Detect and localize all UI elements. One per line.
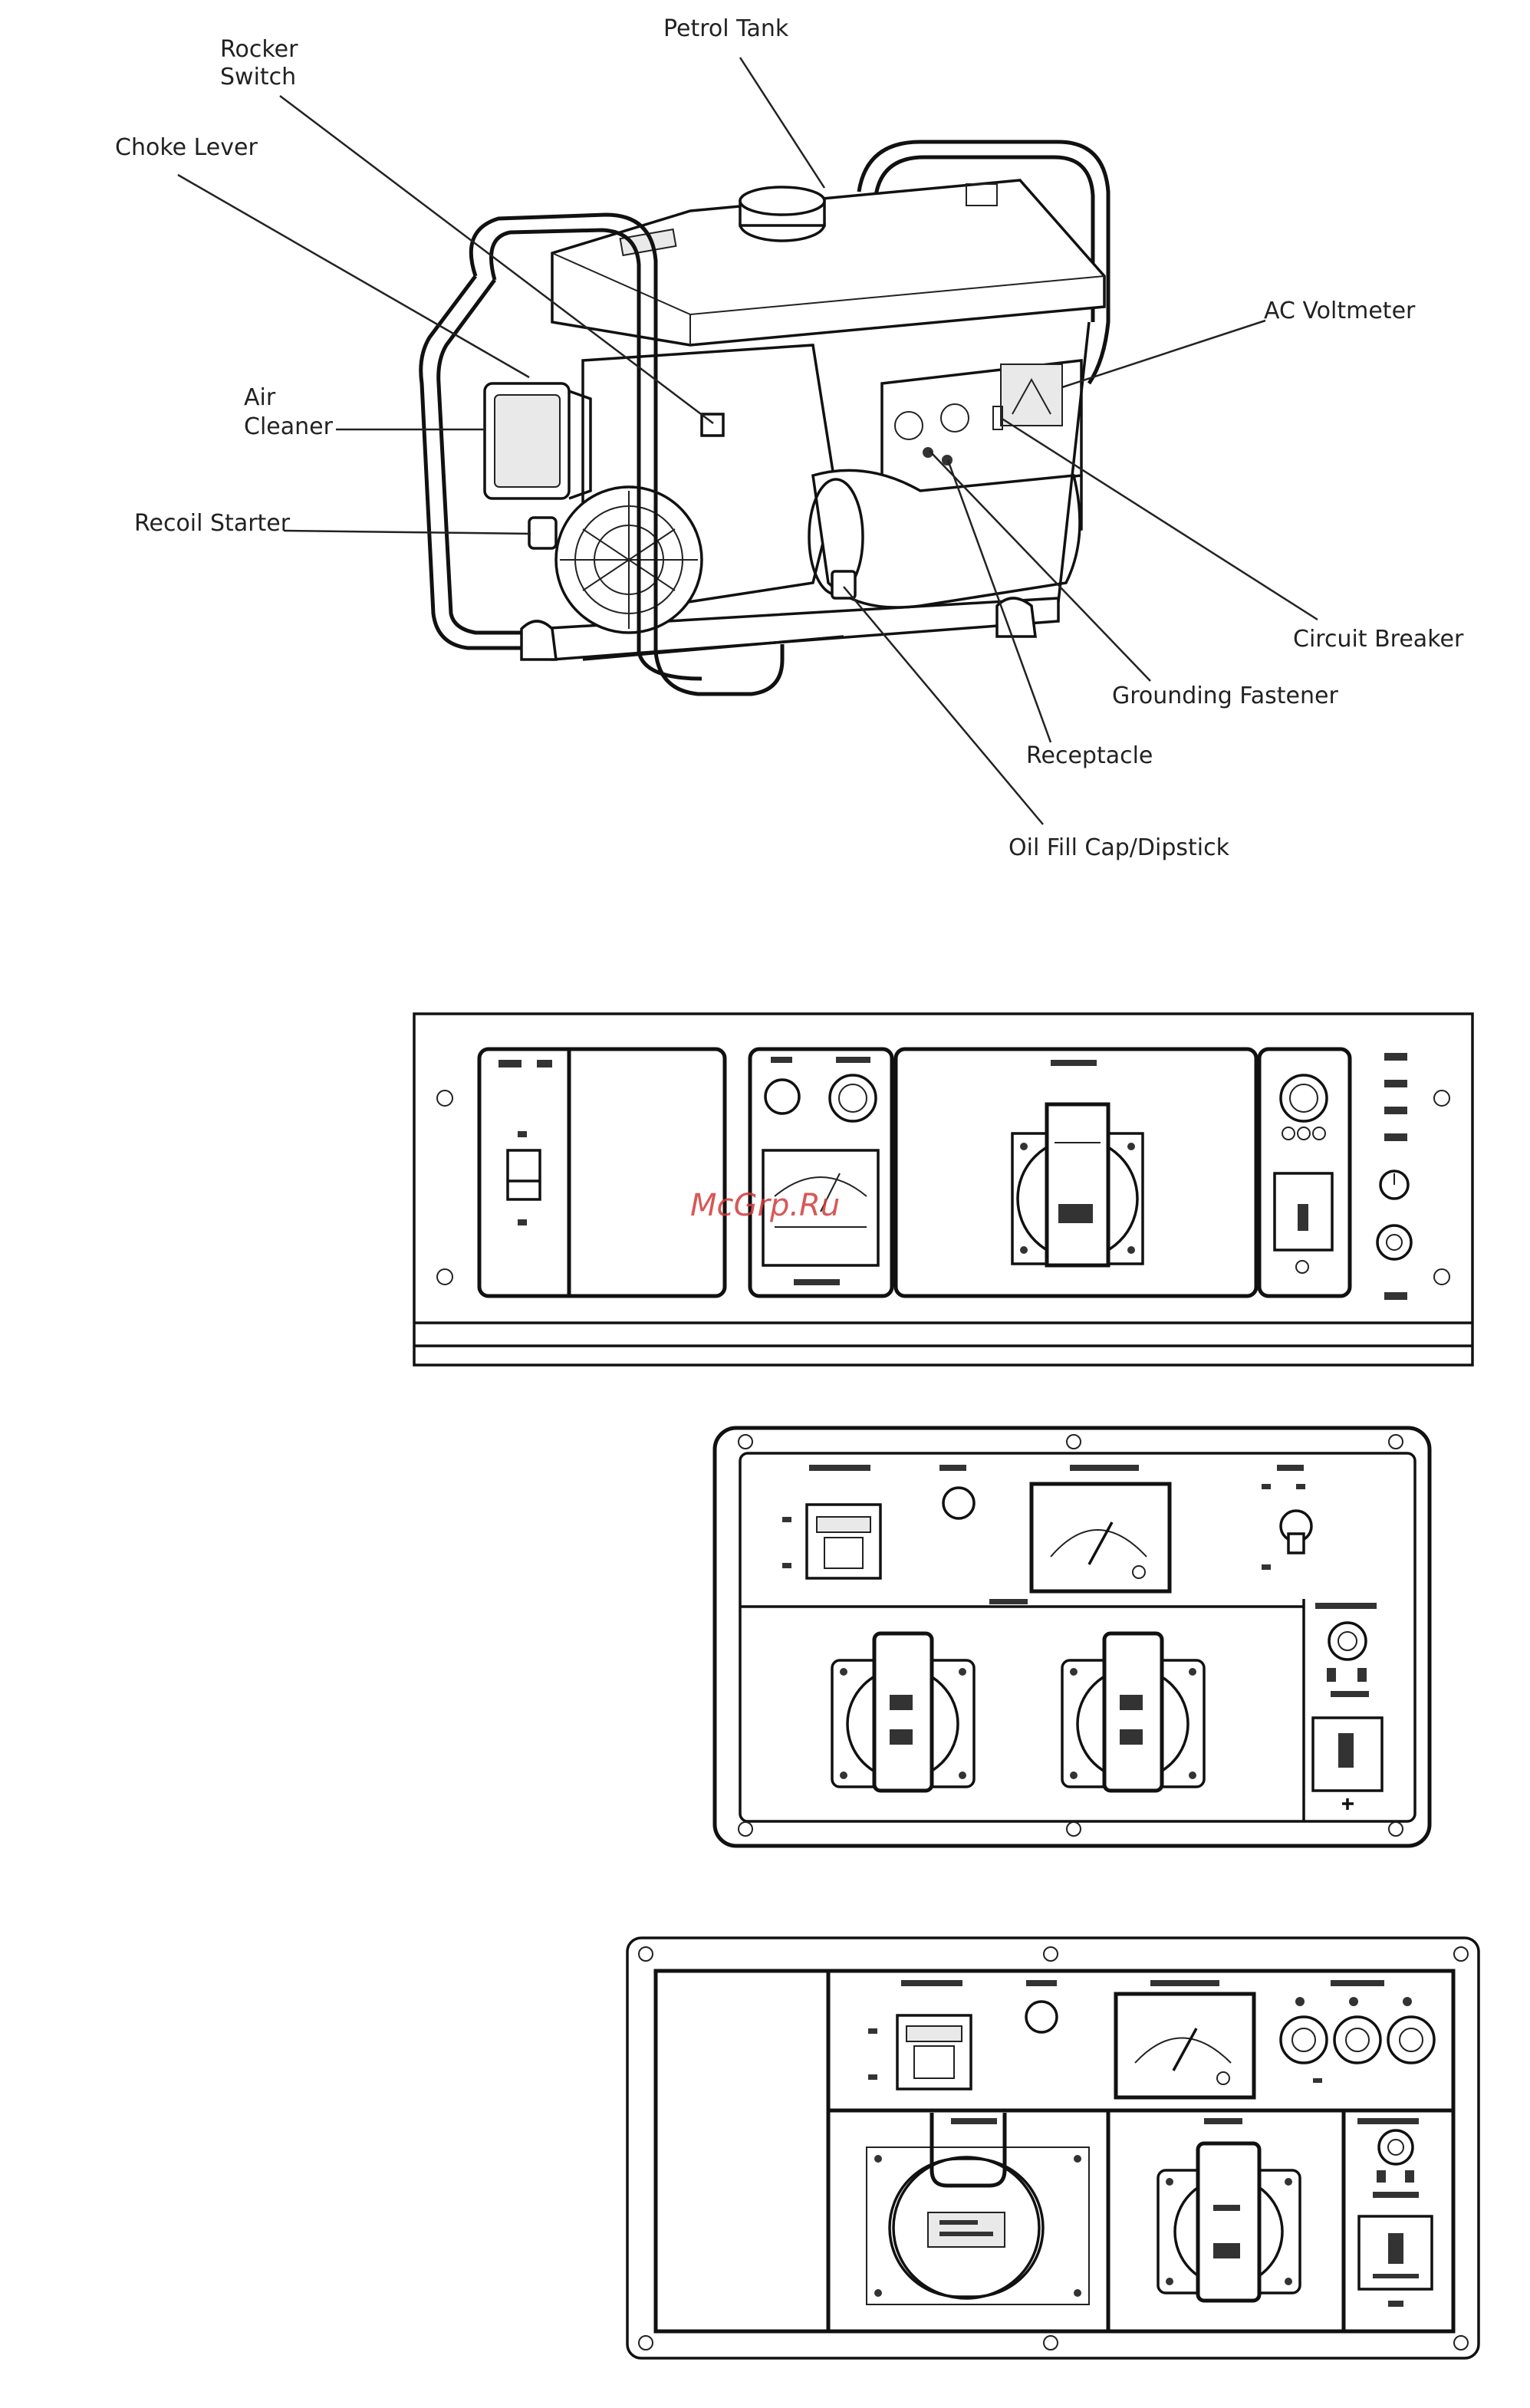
watermark: McGrp.Ru — [690, 1188, 840, 1223]
label-air-cleaner-line1: Air — [244, 384, 276, 411]
label-air-cleaner-line2: Cleaner — [244, 413, 334, 440]
industrial-socket — [867, 2113, 1089, 2304]
label-petrol-tank: Petrol Tank — [663, 15, 789, 42]
socket-right — [1062, 1633, 1204, 1791]
label-ac-voltmeter: AC Voltmeter — [1264, 298, 1416, 324]
label-rocker-switch-line1: Rocker — [220, 36, 298, 63]
label-choke-lever: Choke Lever — [115, 134, 258, 161]
label-oil-fill-cap: Oil Fill Cap/Dipstick — [1008, 834, 1230, 861]
schuko-socket — [1158, 2118, 1300, 2301]
label-rocker-switch-line2: Switch — [220, 64, 296, 90]
label-receptacle: Receptacle — [1026, 742, 1153, 769]
label-circuit-breaker: Circuit Breaker — [1293, 626, 1464, 653]
label-recoil-starter: Recoil Starter — [134, 510, 291, 537]
control-panel-industrial-socket — [627, 1938, 1479, 2358]
label-grounding-fastener: Grounding Fastener — [1112, 683, 1338, 709]
control-panel-double-socket — [715, 1428, 1430, 1846]
control-panel-single-socket — [414, 1014, 1472, 1365]
socket-left — [832, 1633, 974, 1791]
generator-illustration — [421, 142, 1108, 694]
